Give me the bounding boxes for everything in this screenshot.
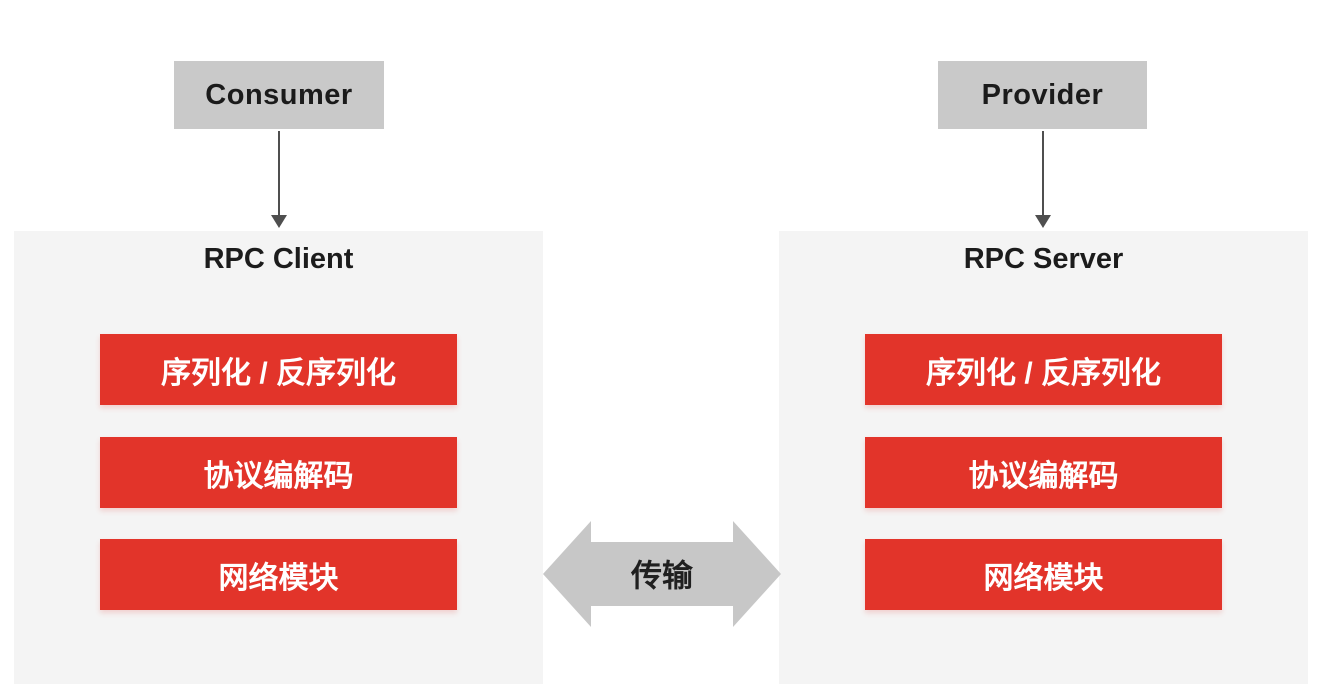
- double-arrow-icon: [543, 521, 781, 627]
- provider-to-server-arrowhead-icon: [1035, 215, 1051, 228]
- rpc-client-panel: RPC Client 序列化 / 反序列化 协议编解码 网络模块: [14, 231, 543, 684]
- provider-node: Provider: [938, 61, 1147, 129]
- transport-label: 传输: [631, 558, 693, 594]
- provider-to-server-arrow-line: [1042, 131, 1044, 217]
- server-module-network: 网络模块: [865, 539, 1222, 610]
- consumer-to-client-arrow-line: [278, 131, 280, 217]
- server-module-serialization: 序列化 / 反序列化: [865, 334, 1222, 405]
- transport-arrow: 传输: [543, 521, 781, 627]
- rpc-server-title: RPC Server: [963, 243, 1124, 275]
- client-module-serialization: 序列化 / 反序列化: [100, 334, 457, 405]
- consumer-to-client-arrowhead-icon: [271, 215, 287, 228]
- rpc-client-title: RPC Client: [203, 243, 354, 275]
- client-module-protocol-codec: 协议编解码: [100, 437, 457, 508]
- consumer-node: Consumer: [174, 61, 384, 129]
- client-module-network: 网络模块: [100, 539, 457, 610]
- rpc-server-panel: RPC Server 序列化 / 反序列化 协议编解码 网络模块: [779, 231, 1308, 684]
- server-module-protocol-codec: 协议编解码: [865, 437, 1222, 508]
